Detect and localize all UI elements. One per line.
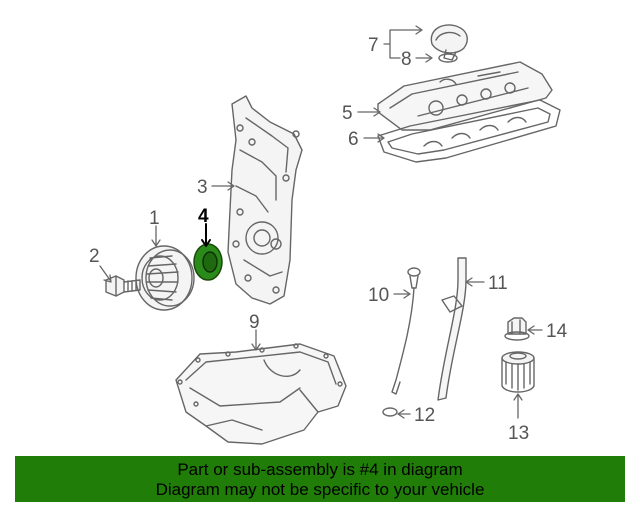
o-ring — [382, 407, 398, 417]
callout-13: 13 — [508, 423, 529, 444]
info-banner: Part or sub-assembly is #4 in diagram Di… — [15, 456, 625, 502]
callout-1: 1 — [149, 208, 160, 229]
callout-3: 3 — [197, 177, 208, 198]
callout-2: 2 — [89, 246, 100, 267]
oil-pan — [175, 343, 347, 445]
callout-7: 7 — [368, 35, 379, 56]
callout-9: 9 — [249, 312, 260, 333]
callout-11: 11 — [488, 273, 508, 294]
callout-5: 5 — [342, 103, 353, 124]
crankshaft-seal-highlighted — [193, 243, 223, 281]
callout-12: 12 — [414, 405, 435, 426]
crankshaft-pulley — [135, 245, 195, 311]
callout-4: 4 — [198, 206, 209, 227]
parts-diagram: 1 2 3 4 5 6 7 8 9 10 11 12 13 14 — [89, 24, 568, 445]
banner-line-2: Diagram may not be specific to your vehi… — [155, 480, 485, 499]
leader-lines — [99, 25, 543, 419]
dipstick — [391, 267, 421, 395]
callout-6: 6 — [348, 129, 359, 150]
oil-filler-cap — [430, 24, 468, 63]
callout-10: 10 — [368, 285, 389, 306]
oil-filter — [501, 351, 535, 393]
callout-14: 14 — [546, 321, 568, 342]
valve-cover-gasket — [377, 99, 561, 163]
callout-8: 8 — [401, 49, 412, 70]
valve-cover — [377, 61, 553, 131]
drain-plug — [504, 317, 530, 341]
dipstick-tube — [437, 257, 467, 401]
banner-line-1: Part or sub-assembly is #4 in diagram — [177, 460, 463, 479]
timing-cover — [227, 95, 303, 305]
